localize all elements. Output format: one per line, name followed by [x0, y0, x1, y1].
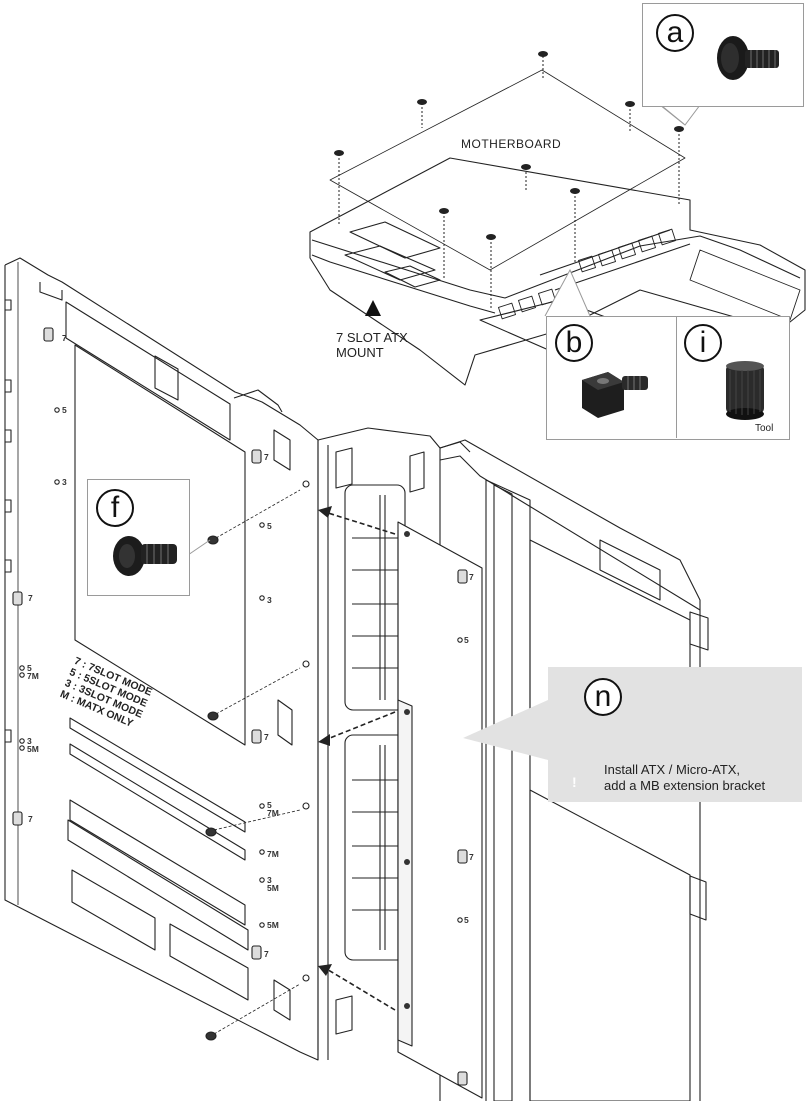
note-line-1: Install ATX / Micro-ATX, — [604, 762, 741, 777]
callout-f-letter: f — [96, 489, 134, 527]
callout-n-letter: n — [584, 678, 622, 716]
hole-label: 7 — [28, 593, 33, 603]
callout-i-letter: i — [684, 324, 722, 362]
hole-label: 3 — [267, 595, 272, 605]
callout-a-letter: a — [656, 14, 694, 52]
tool-i-icon — [726, 361, 764, 420]
hole-label: 5M — [267, 883, 279, 893]
hole-label: 7 — [469, 572, 474, 582]
hole-label: 5 — [464, 915, 469, 925]
panel-screws — [205, 489, 301, 1041]
chassis-tray — [309, 157, 806, 386]
motherboard-label: MOTHERBOARD — [461, 137, 562, 151]
mount-marker-triangle — [365, 300, 381, 316]
note-text: Install ATX / Micro-ATX, add a MB extens… — [604, 762, 765, 794]
hole-label: 3 — [267, 875, 272, 885]
hole-label: 7 — [264, 452, 269, 462]
hole-label: 7M — [267, 849, 279, 859]
hole-label: 5 — [464, 635, 469, 645]
motherboard-tray-panel — [4, 257, 319, 1061]
standoff-posts — [12, 327, 262, 960]
hole-label: 5 — [62, 405, 67, 415]
hole-label: 7 — [264, 949, 269, 959]
hole-label: 7M — [267, 808, 279, 818]
extension-bracket-plates — [397, 521, 483, 1099]
bracket-arrows — [324, 511, 396, 1011]
standoff-b-icon — [582, 372, 648, 418]
hole-label: 7 — [28, 814, 33, 824]
mount-label-line-2: MOUNT — [336, 345, 384, 360]
hole-label: 5 — [27, 663, 32, 673]
tool-caption: Tool — [755, 423, 774, 434]
hole-label: 7 — [264, 732, 269, 742]
hole-label: 5 — [267, 521, 272, 531]
hole-label: 5M — [267, 920, 279, 930]
hole-label: 3 — [27, 736, 32, 746]
hole-label: 7M — [27, 671, 39, 681]
screw-a-icon — [717, 36, 779, 80]
callout-b-letter: b — [555, 324, 593, 362]
motherboard-outline — [329, 69, 686, 271]
hole-label: 3 — [62, 477, 67, 487]
mount-label-line-1: 7 SLOT ATX — [336, 330, 408, 345]
mount-label: 7 SLOT ATX MOUNT — [336, 330, 408, 360]
note-line-2: add a MB extension bracket — [604, 778, 766, 793]
hole-label: 5 — [267, 800, 272, 810]
callout-a-pointer — [658, 104, 701, 126]
panel-holes — [19, 407, 310, 982]
hole-label: 7 — [62, 333, 67, 343]
callout-n-pointer — [463, 700, 548, 760]
screw-f-icon — [113, 536, 177, 576]
motherboard-screws — [338, 56, 680, 308]
warning-symbol: ! — [572, 774, 577, 790]
hole-label: 7 — [469, 852, 474, 862]
hole-label: 5M — [27, 744, 39, 754]
